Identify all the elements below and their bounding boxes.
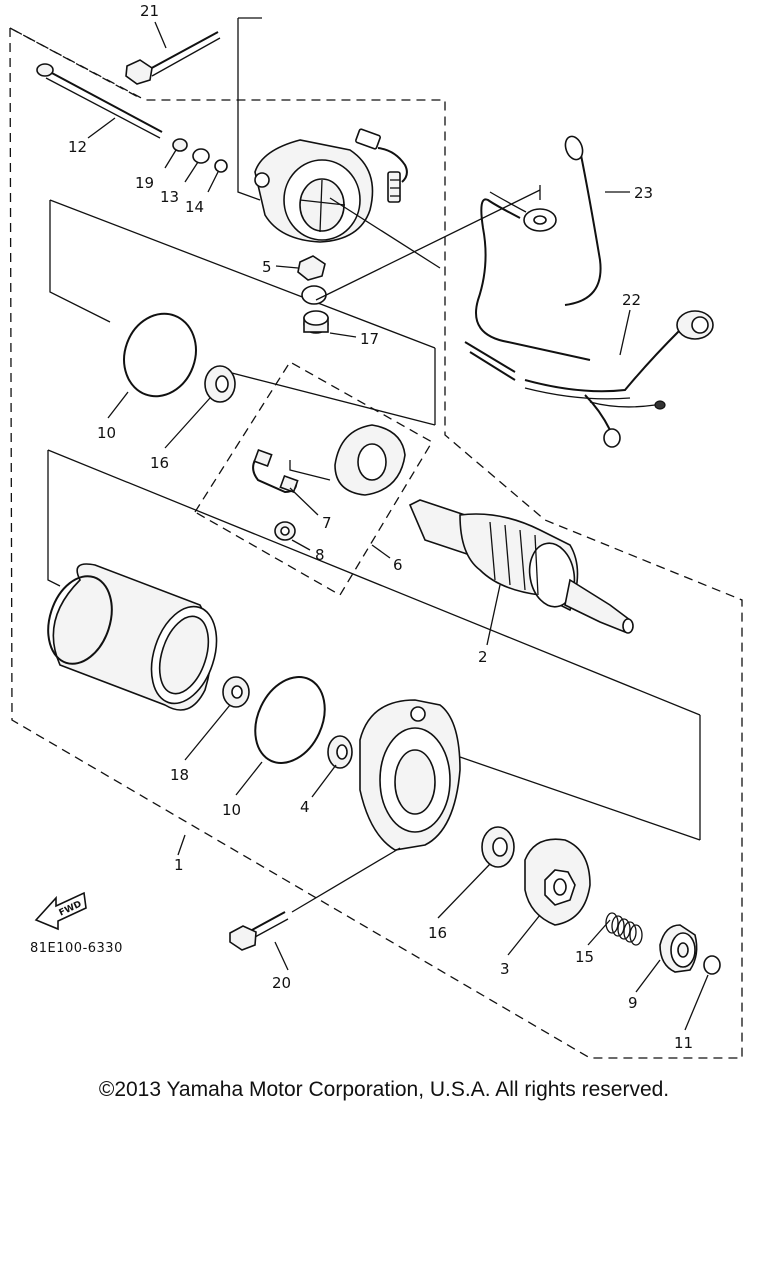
diagram-code: 81E100-6330: [30, 941, 123, 956]
oring-14: [214, 159, 228, 173]
front-cover: [359, 699, 461, 851]
boundary-top: [9, 27, 141, 99]
callout-15: 15: [575, 948, 594, 966]
callout-18: 18: [170, 766, 189, 784]
callout-21: 21: [140, 2, 159, 20]
guide-upper-top: [49, 199, 436, 349]
guide-bolt21: [237, 18, 261, 201]
callout-6: 6: [393, 556, 403, 574]
bearing-4: [327, 735, 353, 769]
brush-group-boundary: [194, 361, 433, 596]
terminal-bolt: [355, 128, 408, 203]
oring-10-lower: [254, 676, 326, 764]
callout-8: 8: [315, 546, 325, 564]
callout-17: 17: [360, 330, 379, 348]
circlip-11: [703, 955, 721, 975]
oring-10-upper: [123, 312, 197, 398]
callout-14: 14: [185, 198, 204, 216]
callout-7: 7: [322, 514, 332, 532]
cable-23: [475, 135, 602, 361]
guide-lower-bottom: [459, 756, 701, 841]
exploded-parts-diagram: 21 12 19 13 14 5 17 23 22 10 16 7 8 6 2 …: [9, 2, 743, 1059]
callout-5: 5: [262, 258, 272, 276]
washer-13: [192, 148, 210, 164]
guide-upper-left: [49, 200, 111, 323]
through-bolt-12: [36, 63, 163, 139]
stopper-9: [659, 924, 698, 973]
callout-9: 9: [628, 994, 638, 1012]
nut-19: [172, 138, 188, 152]
washer-18: [222, 676, 250, 708]
drive-gear-3: [524, 838, 591, 926]
guide-upper-bottom: [227, 371, 436, 426]
bolt-20-guide: [291, 847, 401, 913]
bushing-8: [274, 521, 296, 541]
assembly-boundary: [9, 27, 743, 1059]
fwd-arrow-icon: FWD: [34, 891, 87, 931]
terminal-guide: [329, 197, 441, 269]
cable-22: [464, 310, 714, 448]
insulator-17: [303, 310, 329, 334]
callout-1: 1: [174, 856, 184, 874]
armature-2: [408, 499, 634, 634]
bolt-21: [125, 31, 221, 85]
copyright-notice: ©2013 Yamaha Motor Corporation, U.S.A. A…: [98, 1078, 670, 1101]
callout-20: 20: [272, 974, 291, 992]
guide-lower-top: [47, 449, 701, 716]
callout-10-upper: 10: [97, 424, 116, 442]
callout-2: 2: [478, 648, 488, 666]
yoke-housing: [47, 563, 218, 711]
callout-11: 11: [674, 1034, 693, 1052]
washer-stack: [301, 285, 327, 305]
callout-16-upper: 16: [150, 454, 169, 472]
brush-plate: [289, 424, 406, 496]
bolt-20: [229, 911, 289, 951]
washer-16-upper: [204, 365, 236, 403]
guide-lower-left: [47, 450, 61, 587]
callout-13: 13: [160, 188, 179, 206]
callout-19: 19: [135, 174, 154, 192]
washer-16-lower: [481, 826, 515, 868]
callout-23: 23: [634, 184, 653, 202]
callout-3: 3: [500, 960, 510, 978]
callout-12: 12: [68, 138, 87, 156]
brush-spring-7: [252, 448, 299, 494]
callout-4: 4: [300, 798, 310, 816]
leader-lines: [87, 21, 709, 1031]
spring-15: [605, 912, 643, 946]
callout-10-lower: 10: [222, 801, 241, 819]
rear-cover: [254, 139, 374, 243]
nut-5: [297, 255, 326, 281]
callout-22: 22: [622, 291, 641, 309]
callout-16-lower: 16: [428, 924, 447, 942]
